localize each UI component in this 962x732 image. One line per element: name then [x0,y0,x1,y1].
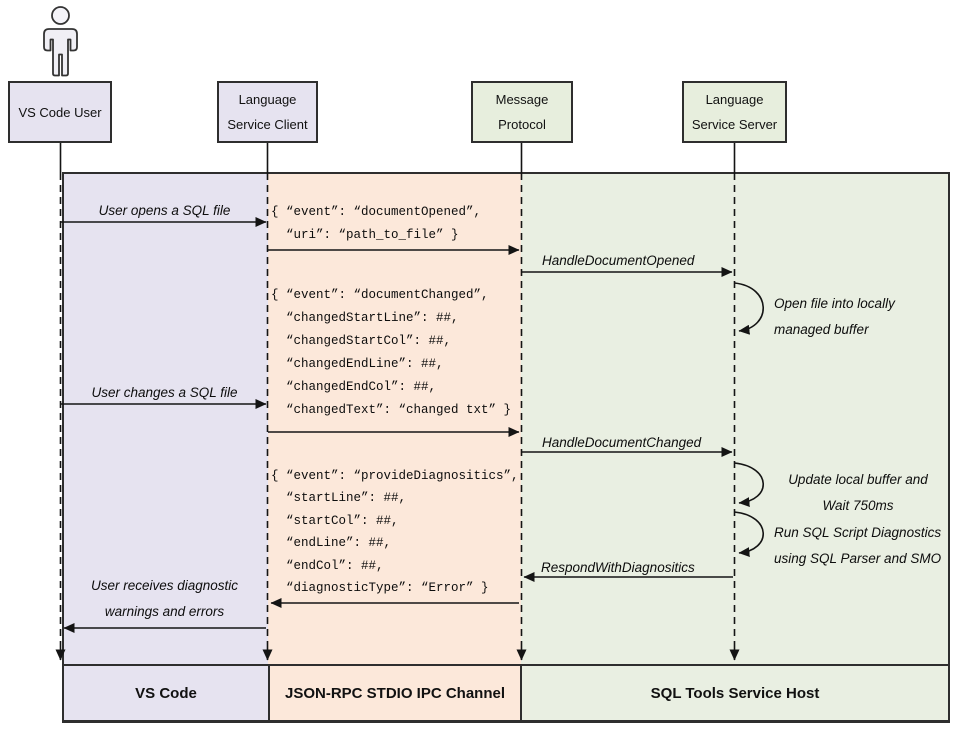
label-user-receives-diagnostics: User receives diagnostic warnings and er… [90,578,239,619]
label-user-changes-file: User changes a SQL file [91,385,238,400]
json-payload-document-changed: { “event”: “documentChanged”, “changedSt… [271,288,512,417]
actor-icon [43,6,78,77]
swimlane-region [62,172,950,723]
json-payload-document-opened: { “event”: “documentOpened”, “uri”: “pat… [271,205,482,242]
header-box-vscode-user: VS Code User [8,81,112,143]
self-loop-update-buffer [734,462,764,508]
label-respond-with-diagnostics: RespondWithDiagnositics [541,560,695,575]
label-user-opens-file: User opens a SQL file [98,203,231,218]
lane-vscode [64,174,268,721]
lane-json-rpc-channel [268,174,521,721]
footer-box-vscode: VS Code [62,664,270,722]
label-handle-document-changed: HandleDocumentChanged [542,435,702,450]
label-handle-document-opened: HandleDocumentOpened [542,253,695,268]
note-update-buffer-wait: Update local buffer and Wait 750ms [788,472,928,513]
self-loop-open-file [734,282,764,335]
footer-box-sql-tools-host: SQL Tools Service Host [520,664,950,722]
self-loop-run-diagnostics [734,511,764,558]
footer-box-json-rpc-channel: JSON-RPC STDIO IPC Channel [268,664,522,722]
header-box-language-service-client: Language Service Client [217,81,318,143]
note-open-file-buffer: Open file into locally managed buffer [774,296,895,337]
json-payload-provide-diagnostics: { “event”: “provideDiagnositics”, “start… [271,469,519,596]
note-run-sql-diagnostics: Run SQL Script Diagnostics using SQL Par… [774,525,942,566]
lifeline-stubs [59,143,736,173]
header-box-message-protocol: Message Protocol [471,81,573,143]
header-box-language-service-server: Language Service Server [682,81,787,143]
